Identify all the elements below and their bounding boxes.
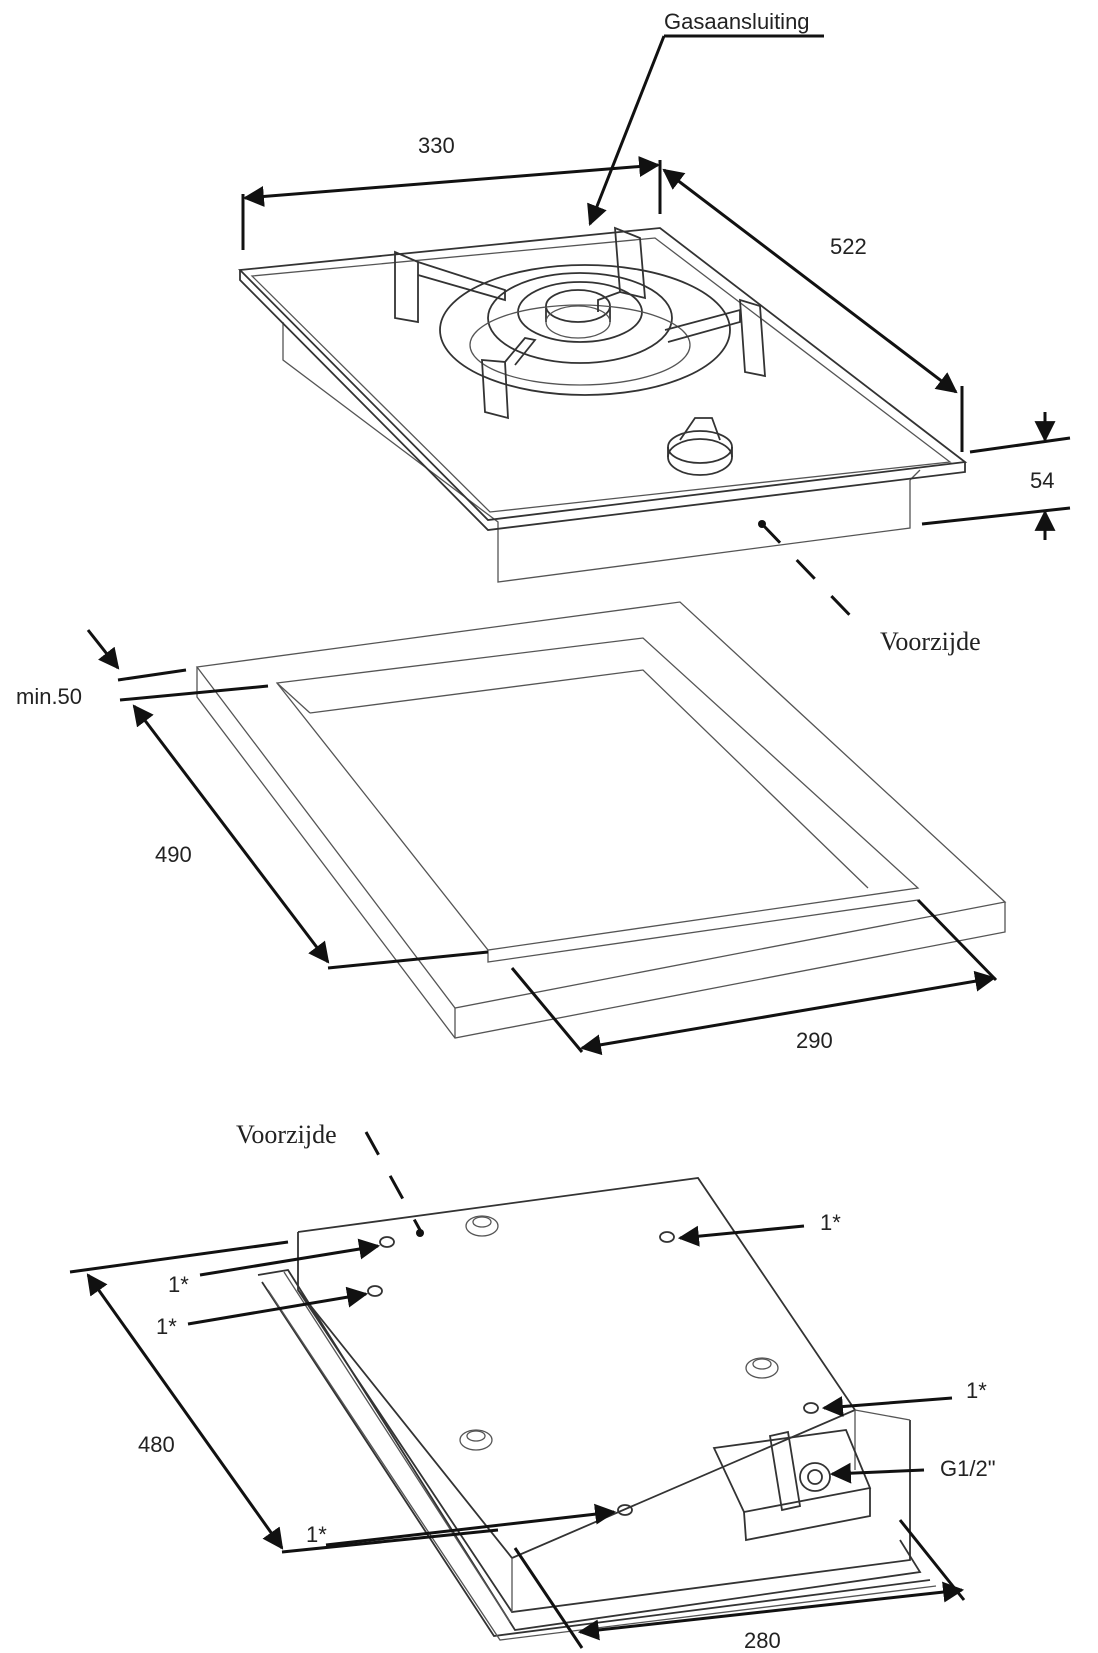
dimension-width-top: 330: [241, 133, 662, 250]
fix-label-2: 1*: [156, 1314, 177, 1339]
dim-480-label: 480: [138, 1432, 175, 1457]
dim-490-label: 490: [155, 842, 192, 867]
dim-280-label: 280: [744, 1628, 781, 1653]
gas-connection-callout: Gasaansluiting: [587, 9, 824, 226]
hob-underside: [257, 1177, 937, 1641]
control-knob: [667, 417, 733, 476]
fix-label-1: 1*: [168, 1272, 189, 1297]
dimension-bottom-width: 280: [513, 1519, 966, 1653]
gas-thread-callout: G1/2": [829, 1456, 996, 1484]
pan-support: [394, 226, 766, 420]
dim-54-label: 54: [1030, 468, 1054, 493]
dimension-min: min.50: [16, 629, 269, 709]
dimension-depth-top: 522: [662, 168, 964, 452]
dimension-cutout-depth: 490: [132, 704, 489, 970]
front-indicator-bottom: Voorzijde: [236, 1120, 424, 1237]
front-label-top: Voorzijde: [880, 627, 981, 656]
fix-label-3: 1*: [820, 1210, 841, 1235]
dimension-bottom-depth: 480: [69, 1240, 499, 1554]
front-indicator-top: Voorzijde: [758, 520, 981, 656]
gas-connection-label: Gasaansluiting: [664, 9, 810, 34]
dim-330-label: 330: [418, 133, 455, 158]
dim-290-label: 290: [796, 1028, 833, 1053]
fix-label-5: 1*: [306, 1522, 327, 1547]
dimension-cutout-width: 290: [510, 898, 998, 1056]
hob-drawing: [238, 226, 968, 583]
gas-thread-label: G1/2": [940, 1456, 996, 1481]
worktop-cutout: [195, 601, 1007, 1039]
fix-label-4: 1*: [966, 1378, 987, 1403]
dimension-height: 54: [921, 412, 1071, 540]
fixing-callouts: 1* 1* 1* 1* 1*: [156, 1210, 987, 1547]
front-label-bottom: Voorzijde: [236, 1120, 337, 1149]
dim-522-label: 522: [830, 234, 867, 259]
dim-min-label: min.50: [16, 684, 82, 709]
